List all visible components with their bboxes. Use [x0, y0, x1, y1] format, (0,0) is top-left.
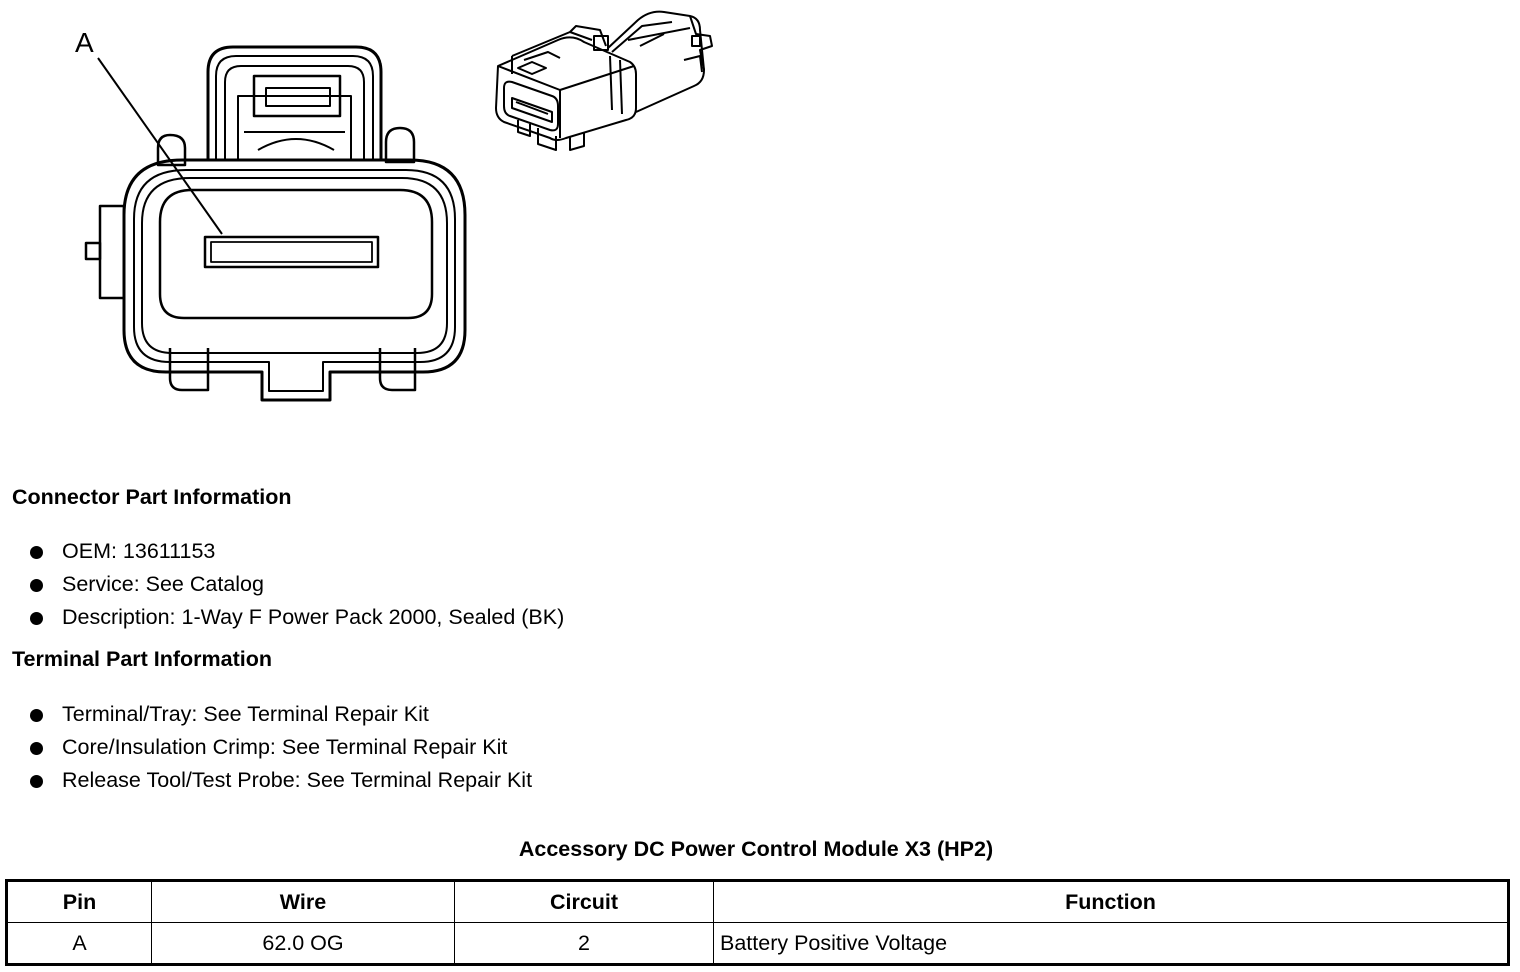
- column-header-function: Function: [713, 879, 1510, 923]
- column-header-circuit: Circuit: [454, 879, 714, 923]
- list-item: Terminal/Tray: See Terminal Repair Kit: [28, 701, 532, 734]
- list-item-text: Service: See Catalog: [62, 572, 264, 596]
- terminal-part-info-list: Terminal/Tray: See Terminal Repair Kit C…: [28, 701, 532, 800]
- connector-front-view-diagram: A: [75, 27, 467, 402]
- bullet-icon: [30, 546, 43, 559]
- bullet-icon: [30, 579, 43, 592]
- list-item: OEM: 13611153: [28, 538, 564, 571]
- connector-part-info-heading: Connector Part Information: [12, 485, 292, 509]
- cell-pin: A: [5, 922, 152, 966]
- bullet-icon: [30, 742, 43, 755]
- list-item: Release Tool/Test Probe: See Terminal Re…: [28, 767, 532, 800]
- list-item: Service: See Catalog: [28, 571, 564, 604]
- connector-isometric-view: [495, 10, 713, 151]
- table-header-row: Pin Wire Circuit Function: [5, 879, 1510, 923]
- cell-wire: 62.0 OG: [151, 922, 455, 966]
- cell-function: Battery Positive Voltage: [713, 922, 1510, 966]
- column-header-wire: Wire: [151, 879, 455, 923]
- column-header-pin: Pin: [5, 879, 152, 923]
- terminal-part-info-heading: Terminal Part Information: [12, 647, 273, 671]
- pinout-table: Pin Wire Circuit Function A 62.0 OG 2 Ba…: [5, 879, 1510, 966]
- bullet-icon: [30, 709, 43, 722]
- list-item-text: Release Tool/Test Probe: See Terminal Re…: [62, 768, 533, 792]
- list-item-text: OEM: 13611153: [62, 539, 216, 563]
- bullet-icon: [30, 612, 43, 625]
- list-item-text: Terminal/Tray: See Terminal Repair Kit: [62, 702, 429, 726]
- table-row: A 62.0 OG 2 Battery Positive Voltage: [5, 922, 1510, 966]
- connector-part-info-list: OEM: 13611153 Service: See Catalog Descr…: [28, 538, 564, 637]
- cell-circuit: 2: [454, 922, 714, 966]
- table-title: Accessory DC Power Control Module X3 (HP…: [518, 837, 994, 861]
- list-item-text: Core/Insulation Crimp: See Terminal Repa…: [62, 735, 508, 759]
- bullet-icon: [30, 775, 43, 788]
- list-item: Core/Insulation Crimp: See Terminal Repa…: [28, 734, 532, 767]
- list-item-text: Description: 1-Way F Power Pack 2000, Se…: [62, 605, 565, 629]
- list-item: Description: 1-Way F Power Pack 2000, Se…: [28, 604, 564, 637]
- callout-label-a: A: [75, 27, 94, 58]
